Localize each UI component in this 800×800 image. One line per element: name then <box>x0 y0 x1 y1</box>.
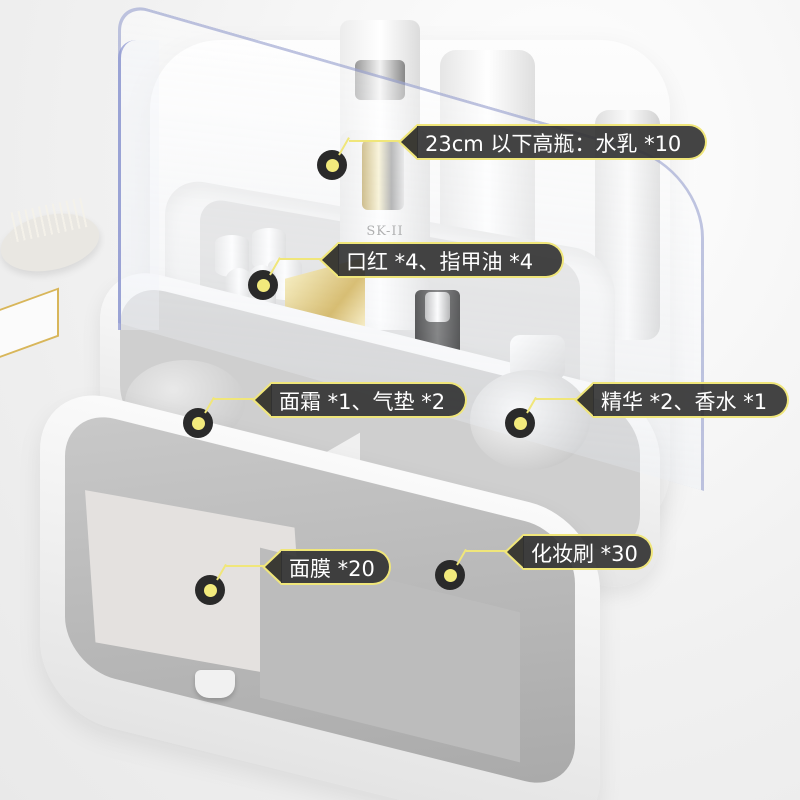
callout-label: 精华 *2、香水 *1 <box>574 382 789 418</box>
nail-polish-cap <box>425 292 450 322</box>
callout-dot-icon <box>248 270 278 300</box>
callout-label: 面霜 *1、气垫 *2 <box>252 382 467 418</box>
callout-leader <box>466 550 508 552</box>
callout-dot-icon <box>183 408 213 438</box>
callout-dot-icon <box>195 575 225 605</box>
callout-dot-icon <box>505 408 535 438</box>
callout-label: 23cm 以下高瓶：水乳 *10 <box>398 124 707 160</box>
callout-leader <box>226 565 266 567</box>
skii-logo: SK-II <box>350 224 420 239</box>
callout-leader <box>280 258 322 260</box>
callout-leader <box>214 398 256 400</box>
callout-dot-icon <box>317 150 347 180</box>
callout-label: 化妆刷 *30 <box>504 534 653 570</box>
callout-leader <box>536 398 578 400</box>
callout-label: 面膜 *20 <box>262 549 391 585</box>
background-lipstick-box <box>0 287 59 362</box>
bottom-drawer-handle[interactable] <box>195 670 235 698</box>
callout-dot-icon <box>435 560 465 590</box>
pump-cap <box>355 60 405 100</box>
callout-label: 口红 *4、指甲油 *4 <box>319 242 564 278</box>
callout-leader <box>349 140 401 142</box>
skii-bottle-neck <box>362 140 404 210</box>
acrylic-lid-edge <box>118 40 159 330</box>
